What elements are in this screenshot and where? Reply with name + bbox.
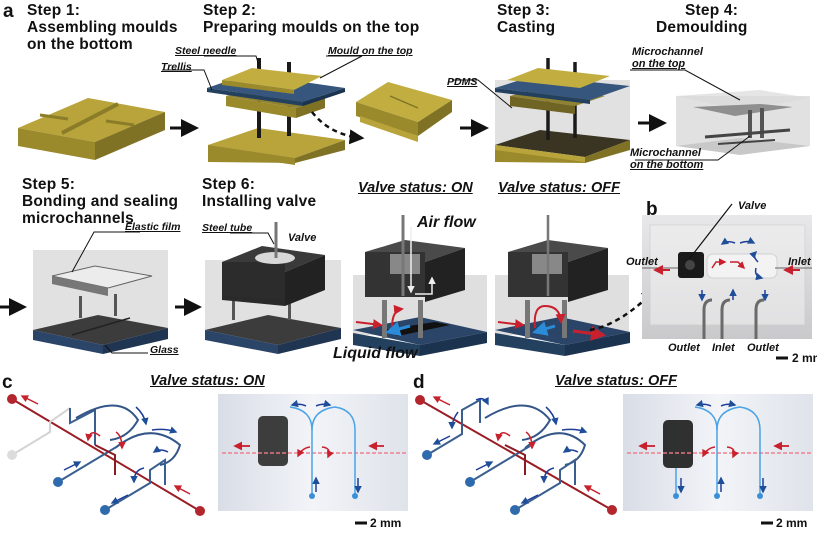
callout-pdms: PDMS [447, 76, 478, 88]
callout-microchannel-bottom-line1: Microchannel [630, 147, 701, 159]
valve-off-cross-section [495, 215, 630, 356]
valve-on-cross-section [353, 215, 487, 356]
step4-pdms-block [676, 90, 810, 155]
callout-steel-needle: Steel needle [175, 45, 237, 57]
panel-letter-d: d [413, 372, 425, 393]
step5-label: Step 5: [22, 176, 76, 193]
photo-b-bottom-outlet-2: Outlet [747, 342, 779, 354]
callout-valve: Valve [288, 232, 317, 244]
step6-label: Step 6: [202, 176, 256, 193]
step2-mould-assembly [207, 58, 345, 165]
panel-letter-c: c [2, 372, 13, 393]
step6-installing-valve [205, 222, 341, 354]
valve-off-title: Valve status: OFF [498, 180, 620, 196]
step5-title: Step 5: Bonding and sealing microchannel… [22, 176, 178, 227]
panel-c-title: Valve status: ON [150, 373, 265, 389]
photo-b-bottom-inlet: Inlet [712, 342, 735, 354]
step3-desc: Casting [497, 19, 556, 36]
panel-c-schematic [7, 394, 205, 516]
photo-b-bottom-outlet-1: Outlet [668, 342, 700, 354]
step4-label: Step 4: [685, 2, 739, 19]
air-flow-label: Air flow [417, 214, 476, 231]
panel-c-photo [218, 394, 408, 511]
photo-b-outlet-left: Outlet [626, 256, 658, 268]
step1-desc-line1: Assembling moulds [27, 19, 178, 36]
panel-letter-a: a [3, 1, 14, 22]
valve-on-title: Valve status: ON [358, 180, 473, 196]
flipped-top-mould [356, 82, 452, 142]
step2-title: Step 2: Preparing moulds on the top [203, 2, 419, 36]
photo-b-inlet-right: Inlet [788, 256, 811, 268]
callout-mould-on-top: Mould on the top [328, 45, 413, 57]
step6-title: Step 6: Installing valve [202, 176, 316, 210]
step6-desc: Installing valve [202, 193, 317, 210]
panel-letter-b: b [646, 199, 658, 220]
step1-bottom-mould [18, 98, 165, 160]
callout-microchannel-top-line1: Microchannel [632, 46, 703, 58]
step2-desc: Preparing moulds on the top [203, 19, 420, 36]
step4-desc: Demoulding [656, 19, 748, 36]
scale-bar-d-label: 2 mm [776, 516, 808, 530]
step4-title: Step 4: Demoulding [656, 2, 748, 36]
step1-desc-line2: on the bottom [27, 36, 133, 53]
liquid-flow-label: Liquid flow [333, 345, 418, 362]
callout-microchannel-top-line2: on the top [632, 58, 686, 70]
callout-elastic-film: Elastic film [125, 221, 181, 233]
callout-microchannel-bottom-line2: on the bottom [630, 159, 704, 171]
panel-b-photo [642, 203, 812, 339]
callout-microchannel-bottom: Microchannel on the bottom [630, 147, 703, 171]
scale-bar-c-label: 2 mm [370, 516, 402, 530]
callout-leader-lines [71, 55, 751, 354]
step3-title: Step 3: Casting [497, 2, 555, 36]
step5-desc-line1: Bonding and sealing [22, 193, 179, 210]
step5-desc-line2: microchannels [22, 210, 135, 227]
step1-title: Step 1: Assembling moulds on the bottom [27, 2, 178, 53]
step3-casting [495, 58, 630, 163]
panel-d-photo [623, 394, 813, 511]
photo-b-valve-label: Valve [738, 200, 767, 212]
panel-d-schematic [415, 395, 617, 515]
dashed-arrow-flip-mould [311, 111, 365, 145]
step3-label: Step 3: [497, 2, 551, 19]
panel-d-title: Valve status: OFF [555, 373, 677, 389]
callout-microchannel-top: Microchannel on the top [632, 46, 703, 70]
callout-steel-tube: Steel tube [202, 222, 253, 234]
callout-glass: Glass [150, 344, 179, 356]
step5-bonding [33, 250, 168, 354]
step2-label: Step 2: [203, 2, 257, 19]
scale-bar-b-label: 2 mm [792, 351, 817, 365]
callout-trellis: Trellis [161, 61, 192, 73]
step1-label: Step 1: [27, 2, 81, 19]
